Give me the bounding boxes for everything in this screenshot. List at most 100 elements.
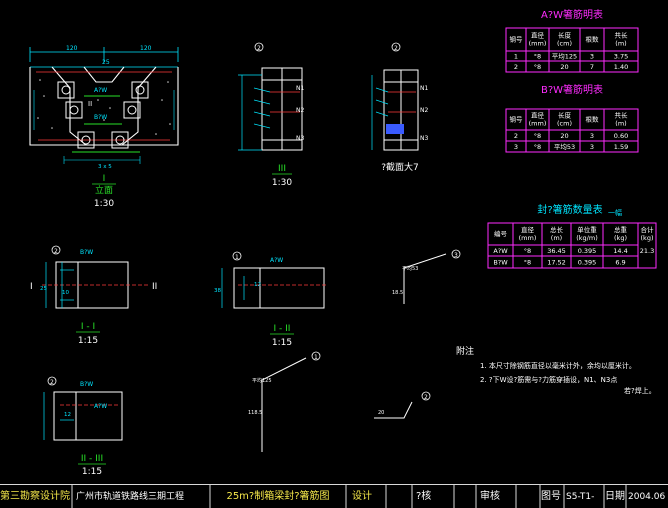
c-cell-1-1: °8 — [524, 259, 531, 267]
title-date: 2004.06 — [628, 492, 666, 502]
c-header-5: 合计(kg) — [641, 225, 655, 242]
section-view: 2 N1 N2 N3 ?截面大7 — [371, 42, 428, 173]
section-ii-iii: 2 B?W A?W 12 II - III 1:15 — [43, 376, 123, 477]
a-header-2: 长度(cm) — [557, 31, 572, 48]
section-n2: N2 — [420, 107, 428, 114]
b-cell-1-2: 平均53 — [554, 142, 575, 151]
sec1-mark-left: I — [30, 282, 33, 292]
b-header-3: 根数 — [586, 115, 600, 124]
elev-mark-2: II — [88, 100, 92, 108]
b-header-4: 共长(m) — [615, 111, 629, 128]
svg-text:18.5: 18.5 — [392, 290, 403, 296]
title-block: 第三勘察设计院 广州市轨道铁路线三期工程 25m?制箱梁封?箸筋图 设计 ?核 … — [0, 484, 668, 508]
c-cell-0-3: 0.395 — [578, 247, 597, 255]
section-label: ?截面大7 — [381, 161, 419, 173]
view3-scale: 1:30 — [272, 178, 292, 188]
title-date-label: 日期 — [605, 491, 625, 502]
svg-text:118.5: 118.5 — [248, 410, 262, 416]
b-cell-0-1: °8 — [534, 132, 541, 140]
title-drawing-no: S5-T1- — [566, 492, 595, 502]
svg-text:12: 12 — [254, 282, 261, 288]
svg-text:25: 25 — [102, 59, 110, 66]
elev-mark-aw: A?W — [94, 87, 107, 94]
svg-text:38: 38 — [214, 288, 221, 294]
sec2-scale: 1:15 — [272, 338, 292, 348]
table-b-title: B?W箸筋明表 — [541, 83, 603, 96]
c-cell-0-5: 21.3 — [640, 247, 654, 255]
c-cell-1-4: 6.9 — [615, 259, 625, 267]
svg-text:10: 10 — [62, 290, 69, 296]
sec1-mark-right: II — [152, 282, 157, 292]
svg-text:2: 2 — [424, 394, 428, 401]
sec3-mark-aw: A?W — [94, 403, 107, 410]
c-header-0: 编号 — [494, 229, 508, 238]
b-cell-1-3: 3 — [590, 143, 594, 151]
b-header-0: 钢号 — [510, 116, 524, 124]
a-cell-0-0: 1 — [514, 53, 518, 61]
a-cell-1-4: 1.40 — [614, 63, 628, 71]
sec2-mark-aw: A?W — [270, 257, 283, 264]
b-cell-1-1: °8 — [534, 143, 541, 151]
title-review: 审核 — [480, 491, 500, 502]
svg-text:N3: N3 — [296, 135, 304, 142]
a-cell-0-4: 3.75 — [614, 53, 628, 61]
c-cell-0-0: A?W — [493, 247, 508, 255]
a-header-3: 根数 — [586, 35, 600, 44]
b-cell-1-0: 3 — [514, 143, 518, 151]
a-header-1: 直径(mm) — [529, 31, 547, 48]
b-cell-0-3: 3 — [590, 132, 594, 140]
svg-text:2: 2 — [54, 248, 58, 255]
b-cell-0-4: 0.60 — [614, 132, 628, 140]
elevation-label-name: 立面 — [95, 184, 113, 196]
sec3-scale: 1:15 — [82, 467, 102, 477]
notes: 附注 1. 本尺寸除钢筋直径以毫米计外，余均以厘米计。 2. ?下W设?筋需与?… — [456, 345, 656, 395]
sec2-label-main: I - II — [274, 324, 291, 334]
title-drawing-no-label: 图号 — [541, 491, 561, 502]
title-design: 设计 — [352, 491, 372, 502]
a-cell-1-2: 20 — [560, 63, 568, 71]
b-header-2: 长度(cm) — [557, 111, 572, 128]
notes-line-3: 若?焊上。 — [624, 386, 656, 395]
svg-text:N1: N1 — [296, 85, 304, 92]
hook-detail-bottom: 1 平均125 118.5 2 20 — [248, 351, 431, 452]
elevation-label-main: I — [103, 174, 106, 184]
svg-text:3 x 5: 3 x 5 — [98, 164, 112, 170]
view-iii: 2 N1 N2 N3 III 1:30 — [238, 42, 304, 188]
b-header-1: 直径(mm) — [529, 111, 547, 128]
title-drawing-title: 25m?制箱梁封?箸筋图 — [226, 491, 330, 502]
sec1-mark-bw: B?W — [80, 249, 93, 256]
c-cell-1-3: 0.395 — [578, 259, 597, 267]
sec1-label-main: I - I — [81, 322, 95, 332]
sec3-mark-bw: B?W — [80, 381, 93, 388]
section-n3: N3 — [420, 135, 428, 142]
a-header-0: 钢号 — [510, 36, 524, 44]
b-cell-1-4: 1.59 — [614, 143, 628, 151]
elev-mark-bw: B?W — [94, 114, 107, 121]
svg-text:N2: N2 — [296, 107, 304, 114]
c-cell-0-2: 36.45 — [547, 247, 566, 255]
title-check: ?核 — [416, 491, 432, 502]
title-org: 第三勘察设计院 — [0, 491, 70, 502]
b-cell-0-0: 2 — [514, 132, 518, 140]
elevation-scale: 1:30 — [94, 199, 114, 209]
sec3-label-main: II - III — [81, 454, 103, 464]
a-header-4: 共长(m) — [615, 31, 629, 48]
notes-heading: 附注 — [456, 345, 474, 357]
table-c-title: 封?箸筋数量表 — [537, 203, 602, 216]
a-cell-1-3: 7 — [590, 63, 594, 71]
svg-text:2: 2 — [50, 379, 54, 386]
svg-text:12: 12 — [64, 412, 71, 418]
c-cell-0-4: 14.4 — [613, 247, 627, 255]
c-header-1: 直径(mm) — [519, 225, 537, 242]
svg-text:2: 2 — [257, 45, 261, 52]
c-header-4: 总重(kg) — [614, 225, 628, 242]
c-cell-1-0: B?W — [493, 259, 508, 267]
a-cell-0-3: 3 — [590, 53, 594, 61]
c-header-2: 总长(m) — [550, 225, 564, 242]
notes-line-1: 1. 本尺寸除钢筋直径以毫米计外，余均以厘米计。 — [480, 361, 636, 370]
a-cell-0-2: 平均125 — [552, 52, 577, 61]
table-c-title-suffix: 一幅 — [608, 208, 622, 217]
